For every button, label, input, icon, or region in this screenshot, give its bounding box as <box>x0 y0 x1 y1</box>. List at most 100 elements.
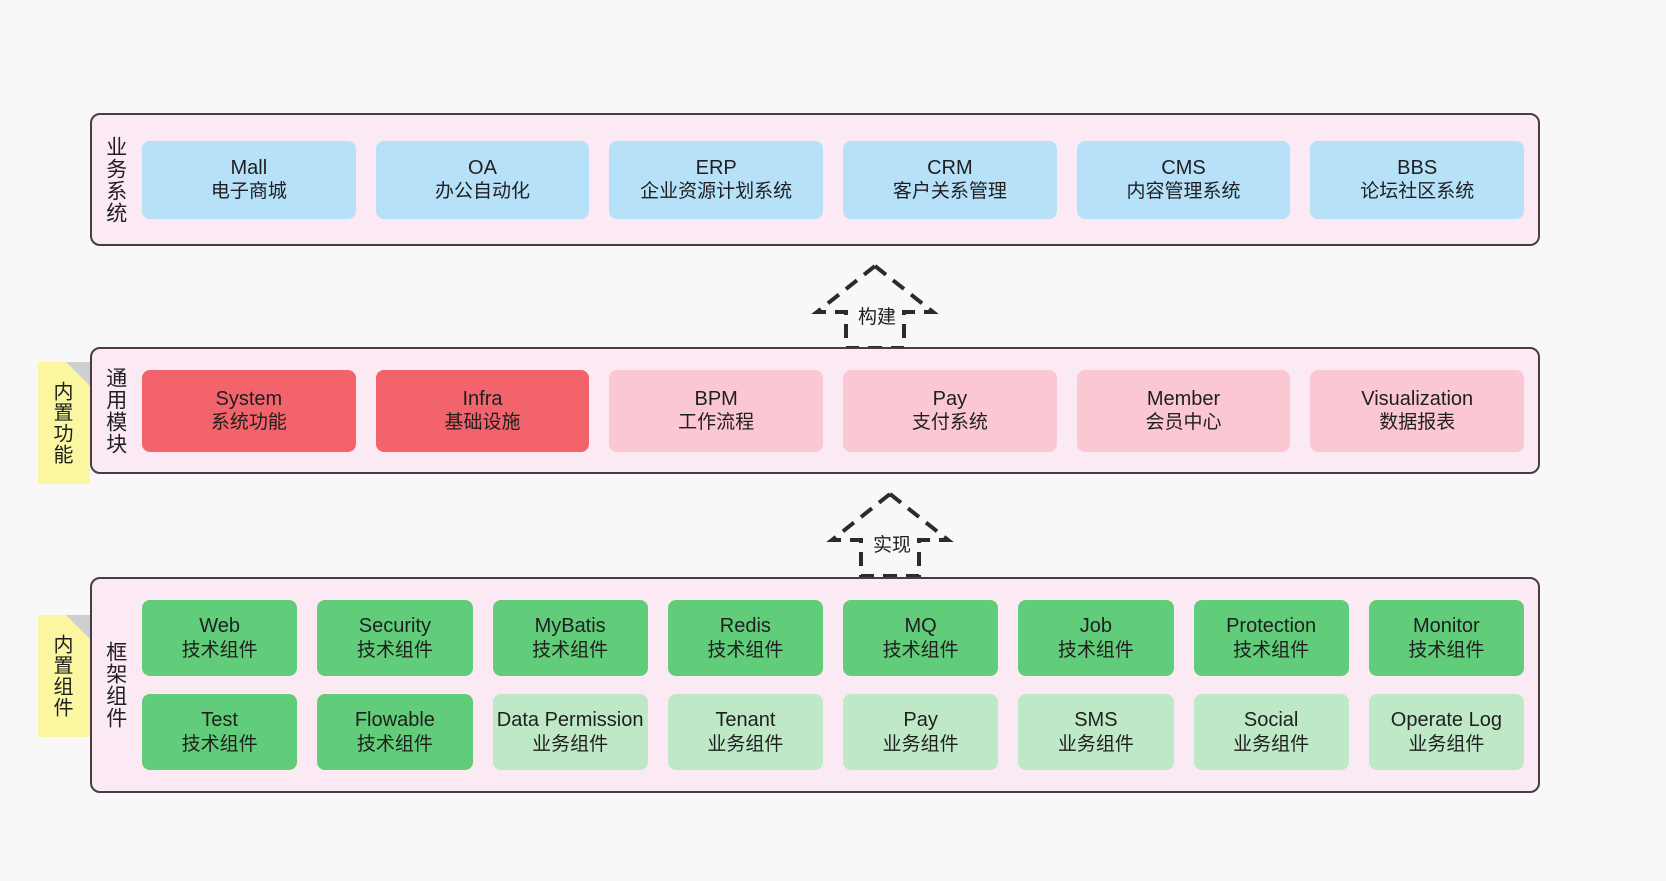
card-title-en: Tenant <box>715 709 776 732</box>
card-job[interactable]: Job 技术组件 <box>1018 600 1174 676</box>
card-title-en: OA <box>468 156 497 179</box>
card-mybatis[interactable]: MyBatis 技术组件 <box>492 600 648 676</box>
layer-body-framework-components: Web 技术组件 Security 技术组件 MyBatis 技术组件 Redi… <box>138 579 1538 791</box>
connector-label-build: 构建 <box>855 302 900 329</box>
card-crm[interactable]: CRM 客户关系管理 <box>843 140 1057 219</box>
card-title-cn: 工作流程 <box>678 412 755 434</box>
card-title-cn: 办公自动化 <box>435 181 531 203</box>
card-title-en: Infra <box>462 387 503 410</box>
card-row: Web 技术组件 Security 技术组件 MyBatis 技术组件 Redi… <box>142 600 1524 676</box>
card-data-permission[interactable]: Data Permission 业务组件 <box>492 694 648 770</box>
card-title-en: CRM <box>927 156 973 179</box>
card-operate-log[interactable]: Operate Log 业务组件 <box>1368 694 1524 770</box>
card-title-en: Member <box>1146 387 1221 410</box>
layer-title-framework-components: 框架组件 <box>103 641 127 729</box>
card-row: Mall 电子商城 OA 办公自动化 ERP 企业资源计划系统 CRM 客户关系… <box>142 140 1525 219</box>
dashed-hollow-arrow-up-icon <box>826 491 954 578</box>
card-pay-component[interactable]: Pay 业务组件 <box>843 694 999 770</box>
card-title-cn: 企业资源计划系统 <box>640 181 793 203</box>
layer-title-common-modules: 通用模块 <box>103 366 127 455</box>
card-row: Test 技术组件 Flowable 技术组件 Data Permission … <box>142 694 1524 770</box>
card-infra[interactable]: Infra 基础设施 <box>375 369 590 452</box>
card-bpm[interactable]: BPM 工作流程 <box>609 369 824 452</box>
card-title-cn: 业务组件 <box>532 733 609 755</box>
card-title-cn: 技术组件 <box>1233 639 1310 661</box>
card-pay-module[interactable]: Pay 支付系统 <box>843 369 1057 452</box>
card-mall[interactable]: Mall 电子商城 <box>142 140 356 219</box>
card-title-cn: 客户关系管理 <box>892 181 1007 203</box>
card-monitor[interactable]: Monitor 技术组件 <box>1368 600 1524 676</box>
card-title-en: Monitor <box>1413 615 1480 638</box>
card-mq[interactable]: MQ 技术组件 <box>843 600 999 676</box>
layer-business-systems: 业务系统 Mall 电子商城 OA 办公自动化 ERP 企业资源计划系统 CRM… <box>90 113 1540 246</box>
card-title-cn: 基础设施 <box>444 412 521 434</box>
card-title-en: Mall <box>230 156 268 179</box>
card-title-cn: 技术组件 <box>356 733 433 755</box>
card-title-en: Operate Log <box>1390 709 1502 732</box>
card-title-en: Visualization <box>1361 387 1474 410</box>
card-bbs[interactable]: BBS 论坛社区系统 <box>1310 140 1525 219</box>
card-sms[interactable]: SMS 业务组件 <box>1018 694 1174 770</box>
card-oa[interactable]: OA 办公自动化 <box>375 140 590 219</box>
connector-build: 构建 <box>800 262 950 350</box>
connector-label-implement: 实现 <box>870 530 915 557</box>
layer-body-business-systems: Mall 电子商城 OA 办公自动化 ERP 企业资源计划系统 CRM 客户关系… <box>138 115 1538 244</box>
card-title-en: ERP <box>695 156 737 179</box>
folded-corner-icon <box>66 362 90 386</box>
card-title-en: System <box>215 387 283 410</box>
layer-body-common-modules: System 系统功能 Infra 基础设施 BPM 工作流程 Pay 支付系统… <box>138 349 1538 472</box>
card-title-en: Pay <box>903 709 938 732</box>
card-title-en: BBS <box>1397 156 1438 179</box>
card-title-cn: 技术组件 <box>1057 639 1134 661</box>
card-title-cn: 技术组件 <box>707 639 784 661</box>
card-title-cn: 技术组件 <box>181 639 258 661</box>
card-system[interactable]: System 系统功能 <box>142 369 356 452</box>
card-cms[interactable]: CMS 内容管理系统 <box>1076 140 1291 219</box>
note-label: 内置组件 <box>50 634 72 718</box>
card-title-cn: 业务组件 <box>1057 733 1134 755</box>
card-redis[interactable]: Redis 技术组件 <box>667 600 823 676</box>
card-title-cn: 业务组件 <box>707 733 784 755</box>
note-builtin-components: 内置组件 <box>38 615 90 737</box>
card-title-cn: 内容管理系统 <box>1126 181 1241 203</box>
card-title-en: MQ <box>904 615 937 638</box>
card-title-en: Pay <box>932 387 968 410</box>
card-row: System 系统功能 Infra 基础设施 BPM 工作流程 Pay 支付系统… <box>142 369 1525 452</box>
card-title-en: Data Permission <box>496 709 644 732</box>
card-erp[interactable]: ERP 企业资源计划系统 <box>609 140 824 219</box>
card-title-en: Security <box>358 615 431 638</box>
card-title-en: Redis <box>719 615 771 638</box>
card-member[interactable]: Member 会员中心 <box>1076 369 1291 452</box>
card-title-en: BPM <box>694 387 738 410</box>
card-title-en: CMS <box>1161 156 1206 179</box>
card-title-cn: 论坛社区系统 <box>1360 181 1475 203</box>
card-title-cn: 系统功能 <box>210 412 287 434</box>
card-title-en: Web <box>199 615 240 638</box>
card-visualization[interactable]: Visualization 数据报表 <box>1310 369 1525 452</box>
note-label: 内置功能 <box>50 381 72 465</box>
card-protection[interactable]: Protection 技术组件 <box>1193 600 1349 676</box>
card-test[interactable]: Test 技术组件 <box>142 694 298 770</box>
layer-framework-components: 框架组件 Web 技术组件 Security 技术组件 MyBatis 技术组件… <box>90 577 1540 793</box>
card-title-cn: 技术组件 <box>356 639 433 661</box>
note-builtin-features: 内置功能 <box>38 362 90 484</box>
card-web[interactable]: Web 技术组件 <box>142 600 298 676</box>
card-flowable[interactable]: Flowable 技术组件 <box>317 694 473 770</box>
folded-corner-icon <box>66 615 90 639</box>
card-tenant[interactable]: Tenant 业务组件 <box>667 694 823 770</box>
card-title-en: Flowable <box>354 709 435 732</box>
card-social[interactable]: Social 业务组件 <box>1193 694 1349 770</box>
card-title-en: Social <box>1243 709 1299 732</box>
connector-implement: 实现 <box>815 490 965 578</box>
card-title-en: Job <box>1079 615 1112 638</box>
card-title-cn: 会员中心 <box>1145 412 1222 434</box>
card-title-en: MyBatis <box>534 615 606 638</box>
card-title-cn: 技术组件 <box>532 639 609 661</box>
card-title-cn: 业务组件 <box>1233 733 1310 755</box>
card-title-cn: 电子商城 <box>210 181 287 203</box>
card-security[interactable]: Security 技术组件 <box>317 600 473 676</box>
layer-title-business-systems: 业务系统 <box>103 135 127 224</box>
card-title-cn: 支付系统 <box>911 412 988 434</box>
card-title-cn: 业务组件 <box>1408 733 1485 755</box>
card-title-en: Protection <box>1226 615 1317 638</box>
